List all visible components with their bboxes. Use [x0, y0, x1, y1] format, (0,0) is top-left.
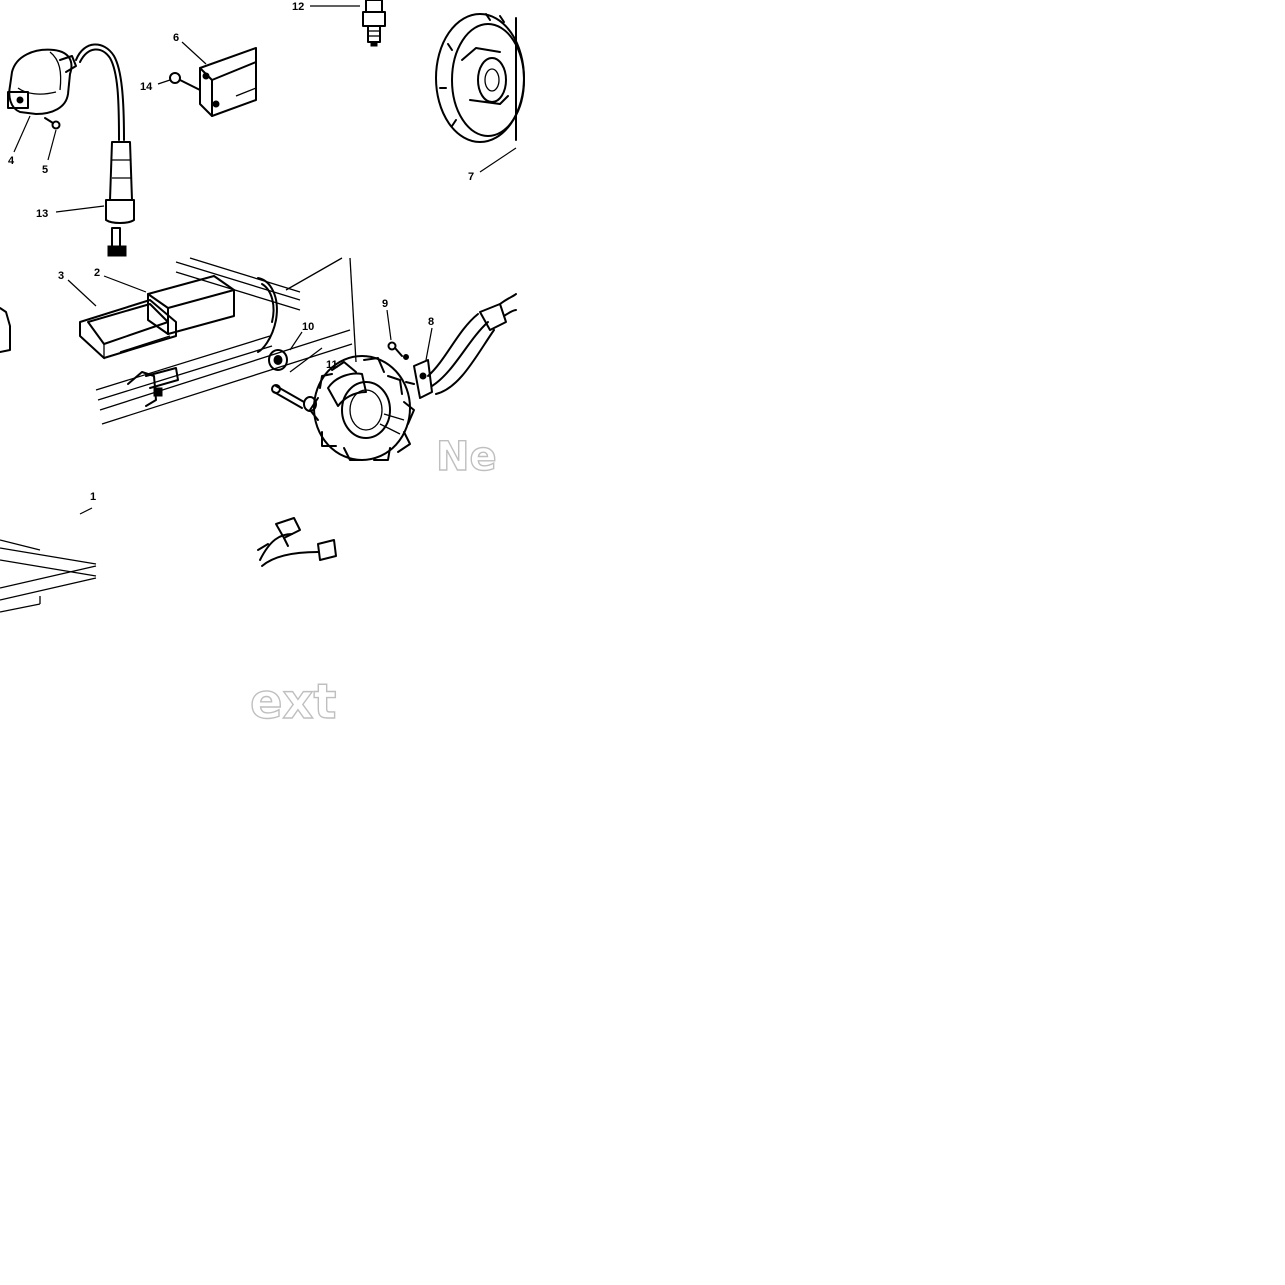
callout-5: 5 [42, 164, 48, 176]
leader-line-2 [103, 275, 147, 293]
callout-1: 1 [90, 491, 96, 503]
frame-rails [95, 257, 357, 425]
flywheel-nut-part [268, 349, 288, 371]
watermark-fragment-bottom: ext [250, 674, 336, 730]
leader-line-5 [47, 129, 57, 161]
stator-part [309, 355, 415, 461]
callout-13: 13 [36, 208, 48, 220]
callout-9: 9 [382, 298, 388, 310]
regulator-bolt-part [169, 72, 201, 91]
callout-11: 11 [326, 359, 338, 371]
wiring-harness-part [0, 539, 97, 613]
callout-14: 14 [140, 81, 153, 93]
callout-2: 2 [94, 267, 100, 279]
pickup-coil-part [405, 293, 517, 399]
leader-line-14 [157, 79, 171, 85]
leader-line-1 [79, 507, 93, 515]
leader-line-10 [289, 331, 303, 351]
partial-component-left [0, 307, 11, 353]
harness-connector-part [257, 517, 337, 567]
callout-6: 6 [173, 32, 179, 44]
flywheel-part [435, 13, 525, 143]
spark-plug-part [362, 0, 386, 47]
leader-line-9 [386, 309, 392, 341]
leader-line-13 [55, 205, 105, 213]
ignition-coil-part [7, 48, 77, 115]
leader-line-8 [425, 327, 433, 361]
coil-screw-part [44, 117, 61, 130]
callout-7: 7 [468, 171, 474, 183]
callout-12: 12 [292, 1, 304, 13]
stator-bolt-part [271, 384, 317, 412]
watermark-fragment-right: Ne [436, 434, 497, 480]
cdi-unit-part [147, 275, 235, 335]
leader-line-3 [67, 279, 97, 307]
callout-3: 3 [58, 270, 64, 282]
regulator-part [199, 47, 257, 117]
leader-line-4 [13, 115, 31, 153]
leader-line-7 [479, 147, 517, 173]
spark-plug-lead-part [75, 43, 135, 257]
stator-screw-part [387, 341, 409, 360]
callout-10: 10 [302, 321, 314, 333]
callout-4: 4 [8, 155, 15, 167]
callout-8: 8 [428, 316, 434, 328]
leader-line-6 [181, 41, 207, 65]
leader-line-11 [289, 347, 323, 373]
